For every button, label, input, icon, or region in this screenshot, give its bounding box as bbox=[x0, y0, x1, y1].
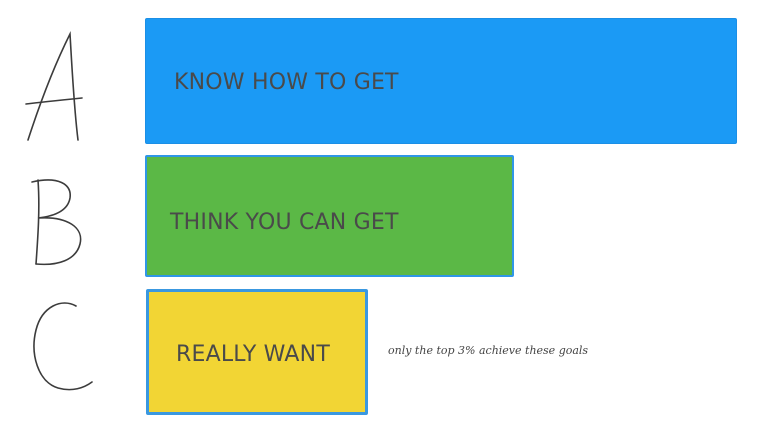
letter-c bbox=[26, 296, 98, 396]
bar-think-you-can-get: THINK YOU CAN GET bbox=[145, 155, 514, 277]
letter-a-glyph bbox=[25, 30, 83, 141]
bar-label-c: REALLY WANT bbox=[176, 341, 330, 367]
bar-really-want: REALLY WANT bbox=[146, 289, 368, 415]
bar-know-how-to-get: KNOW HOW TO GET bbox=[145, 18, 737, 144]
letter-b bbox=[28, 174, 90, 270]
bar-label-b: THINK YOU CAN GET bbox=[170, 209, 399, 235]
letter-b-glyph bbox=[31, 179, 82, 266]
bar-label-a: KNOW HOW TO GET bbox=[174, 69, 399, 95]
annotation-note: only the top 3% achieve these goals bbox=[388, 344, 589, 357]
letter-a bbox=[20, 28, 90, 146]
letter-c-glyph bbox=[33, 302, 93, 391]
